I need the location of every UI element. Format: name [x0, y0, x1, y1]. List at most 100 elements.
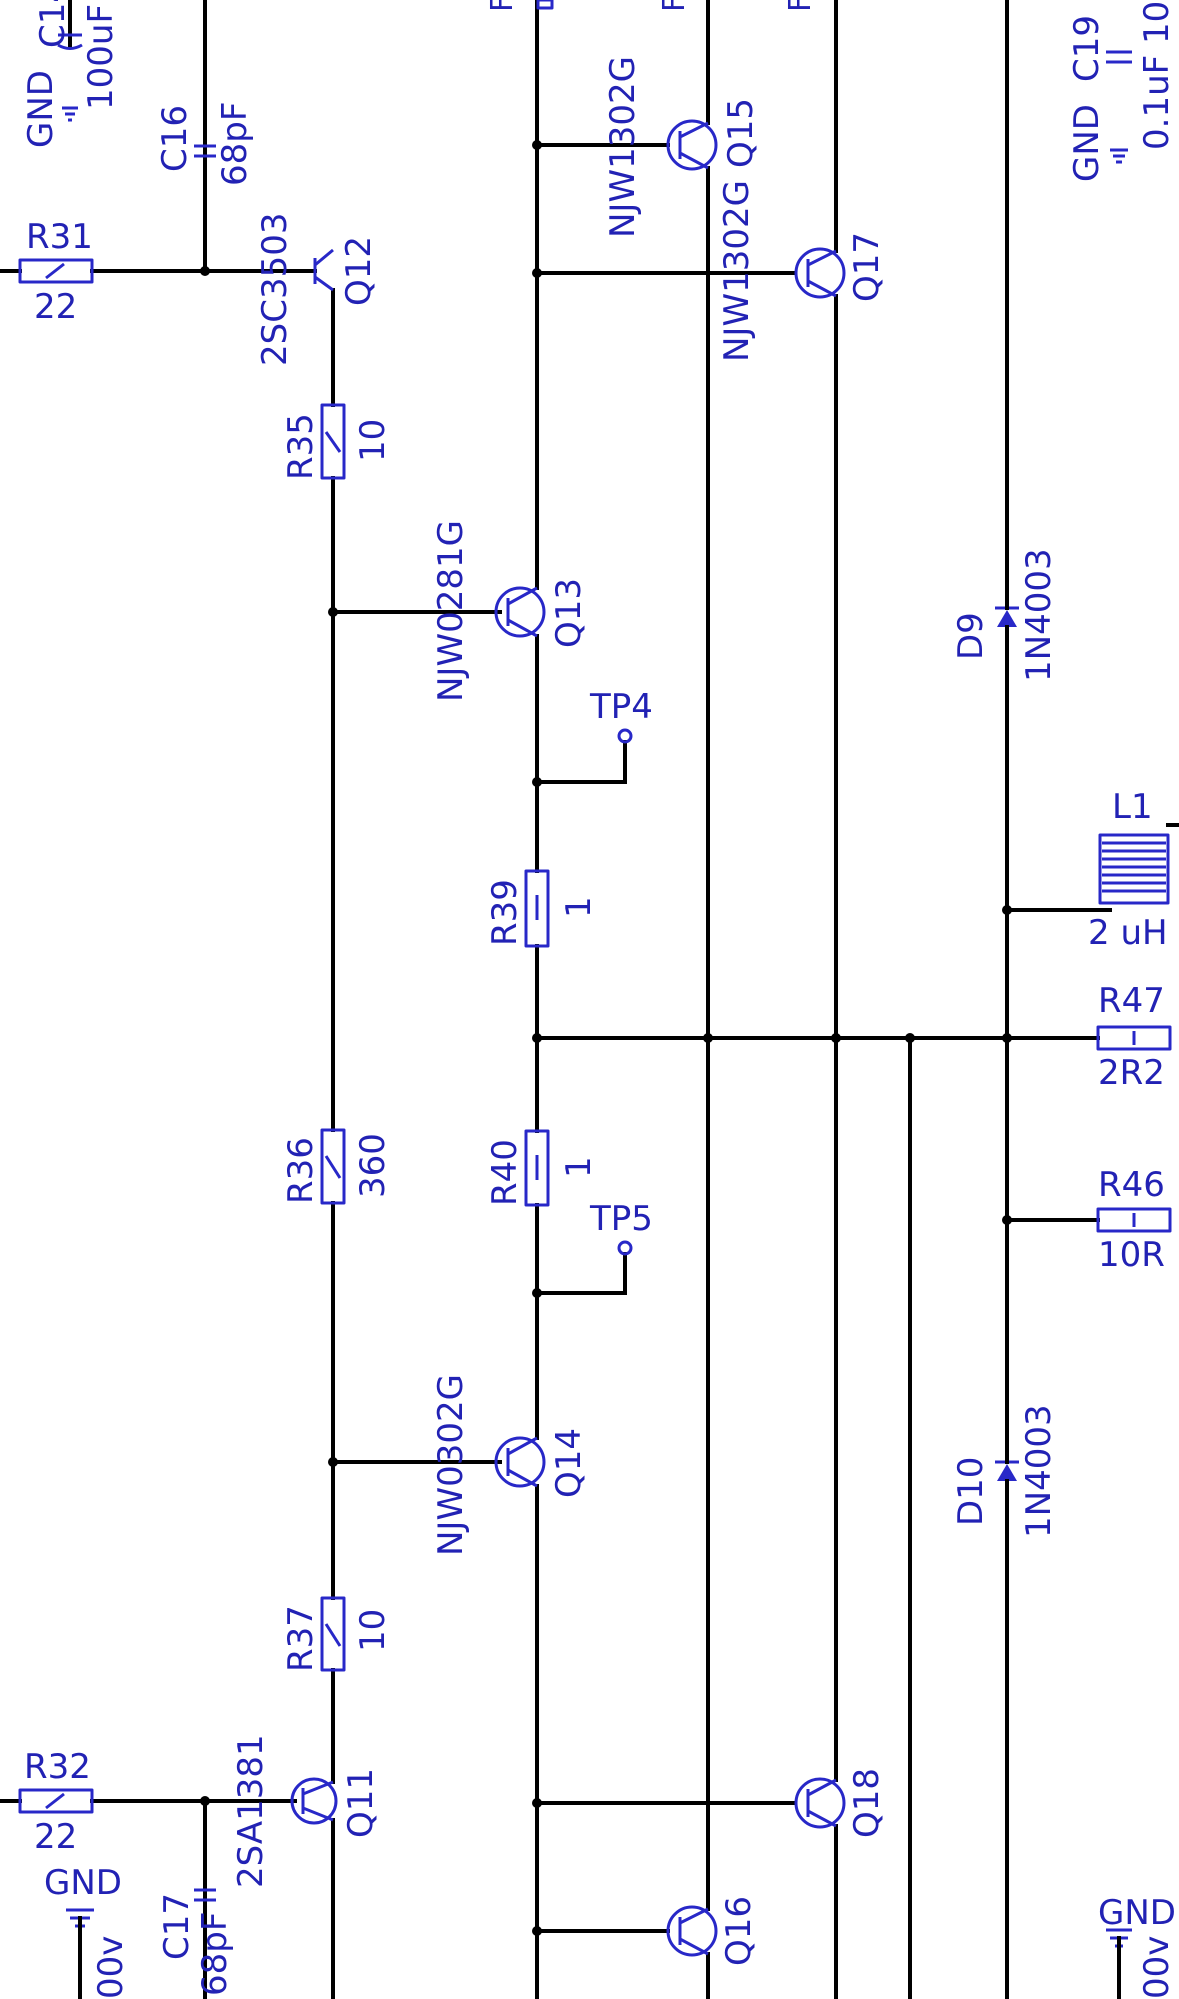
diode-d10: D10 1N4003 — [951, 1404, 1059, 1538]
gnd-label: GND — [1098, 1893, 1176, 1933]
q14-ref-label: Q14 — [549, 1428, 589, 1498]
r36-ref-label: R36 — [281, 1137, 321, 1204]
junction-dot — [532, 268, 542, 278]
r46-ref-label: R46 — [1098, 1165, 1165, 1205]
capacitor-c14: GND C14 100uF — [21, 0, 121, 148]
transistor-q15: NJW1302G Q15 — [603, 56, 761, 238]
junction-dot — [200, 266, 210, 276]
gnd-label: GND — [44, 1863, 122, 1903]
tp5-label: TP5 — [589, 1199, 653, 1239]
junction-dot — [905, 1033, 915, 1043]
d9-ref-label: D9 — [951, 612, 991, 660]
q11-part-label: 2SA1381 — [231, 1734, 271, 1888]
l1-value-label: 2 uH — [1088, 913, 1168, 953]
junction-dot — [1002, 905, 1012, 915]
junction-dot — [532, 1926, 542, 1936]
r47-value-label: 2R2 — [1098, 1053, 1165, 1093]
r39-value-label: 1 — [559, 896, 599, 918]
c19-value-label: 0.1uF — [1137, 55, 1177, 150]
junction-dot — [328, 1457, 338, 1467]
q13-ref-label: Q13 — [549, 578, 589, 648]
l1-ref-label: L1 — [1112, 787, 1153, 827]
r32-ref-label: R32 — [24, 1747, 91, 1787]
resistor-r39: R39 1 — [485, 869, 599, 948]
q11-ref-label: Q11 — [341, 1768, 381, 1838]
q16-ref-label: Q16 — [719, 1896, 759, 1966]
junction-dot — [1002, 1033, 1012, 1043]
junction-dot — [200, 1796, 210, 1806]
c19-value-extra-label: 10 — [1137, 1, 1177, 44]
junction-dot — [1002, 1215, 1012, 1225]
r37-value-label: 10 — [353, 1609, 393, 1652]
resistor-r47: R47 2R2 — [1096, 981, 1172, 1093]
tp4-label: TP4 — [589, 687, 653, 727]
r40-ref-label: R40 — [485, 1139, 525, 1206]
q15-ref-label: Q15 — [721, 98, 761, 168]
ground-bottom-right: GND 00v — [1098, 1893, 1177, 1999]
q12-ref-label: Q12 — [339, 236, 379, 306]
transistor-q16: Q16 — [666, 1896, 759, 1966]
fuse-label-b: F — [657, 0, 692, 12]
transistor-q18: Q18 — [794, 1768, 887, 1838]
r32-value-label: 22 — [34, 1817, 77, 1857]
ground-bottom-left: GND 00v — [44, 1863, 131, 1999]
test-point-tp4: TP4 — [589, 687, 653, 744]
resistor-r36: R36 360 — [281, 1128, 393, 1205]
c16-value-label: 68pF — [215, 102, 255, 186]
junction-dot — [831, 1033, 841, 1043]
c14-ref-label: C14 — [33, 0, 73, 48]
capacitor-value-label: 00v — [91, 1936, 131, 1999]
r46-value-label: 10R — [1098, 1235, 1165, 1275]
resistor-r40: R40 1 — [485, 1129, 599, 1207]
diode-d9: D9 1N4003 — [951, 548, 1059, 682]
resistor-r35: R35 10 — [281, 403, 393, 480]
capacitor-c19: GND C19 0.1uF 10 — [1067, 1, 1177, 182]
c16-ref-label: C16 — [155, 105, 195, 172]
c19-ref-label: C19 — [1067, 15, 1107, 82]
resistor-r46: R46 10R — [1096, 1165, 1172, 1275]
q12-part-label: 2SC3503 — [255, 213, 295, 366]
c17-value-label: 68pF — [195, 1912, 235, 1996]
capacitor-value-label: 00v — [1137, 1936, 1177, 1999]
r36-value-label: 360 — [353, 1133, 393, 1198]
junction-dot — [532, 1288, 542, 1298]
q14-part-label: NJW0302G — [431, 1374, 471, 1556]
junctions — [200, 140, 1012, 1936]
transistor-q14: NJW0302G Q14 — [431, 1374, 589, 1556]
fuse-label-a: F — [485, 0, 520, 12]
q15-part-label: NJW1302G — [603, 56, 643, 238]
transistor-q12: 2SC3503 Q12 — [255, 213, 379, 366]
r47-ref-label: R47 — [1098, 981, 1165, 1021]
r39-ref-label: R39 — [485, 879, 525, 946]
wires — [0, 0, 1112, 1999]
r40-value-label: 1 — [559, 1156, 599, 1178]
transistor-q13: NJW0281G Q13 — [431, 520, 589, 702]
c14-value-label: 100uF — [81, 4, 121, 110]
gnd-label: GND — [1067, 104, 1107, 182]
junction-dot — [328, 607, 338, 617]
inductor-l1: L1 2 uH — [1088, 787, 1179, 953]
r31-ref-label: R31 — [26, 217, 93, 257]
resistor-r31: R31 22 — [18, 217, 94, 327]
q17-part-label: NJW1302G — [717, 180, 757, 362]
capacitor-c17: C17 68pF — [157, 1888, 235, 1996]
d9-part-label: 1N4003 — [1019, 548, 1059, 682]
transistor-q17: NJW1302G Q17 — [717, 180, 887, 362]
r35-value-label: 10 — [353, 419, 393, 462]
junction-dot — [703, 1033, 713, 1043]
test-point-tp5: TP5 — [589, 1199, 653, 1256]
junction-dot — [532, 1033, 542, 1043]
junction-dot — [532, 140, 542, 150]
capacitor-c16: C16 68pF — [155, 0, 255, 186]
d10-ref-label: D10 — [951, 1457, 991, 1526]
gnd-label: GND — [21, 70, 61, 148]
d10-part-label: 1N4003 — [1019, 1404, 1059, 1538]
transistor-q11: 2SA1381 Q11 — [231, 1734, 381, 1888]
q18-ref-label: Q18 — [847, 1768, 887, 1838]
r37-ref-label: R37 — [281, 1605, 321, 1672]
resistor-r37: R37 10 — [281, 1596, 393, 1672]
q17-ref-label: Q17 — [847, 232, 887, 302]
resistor-r32: R32 22 — [18, 1747, 94, 1857]
junction-dot — [532, 777, 542, 787]
